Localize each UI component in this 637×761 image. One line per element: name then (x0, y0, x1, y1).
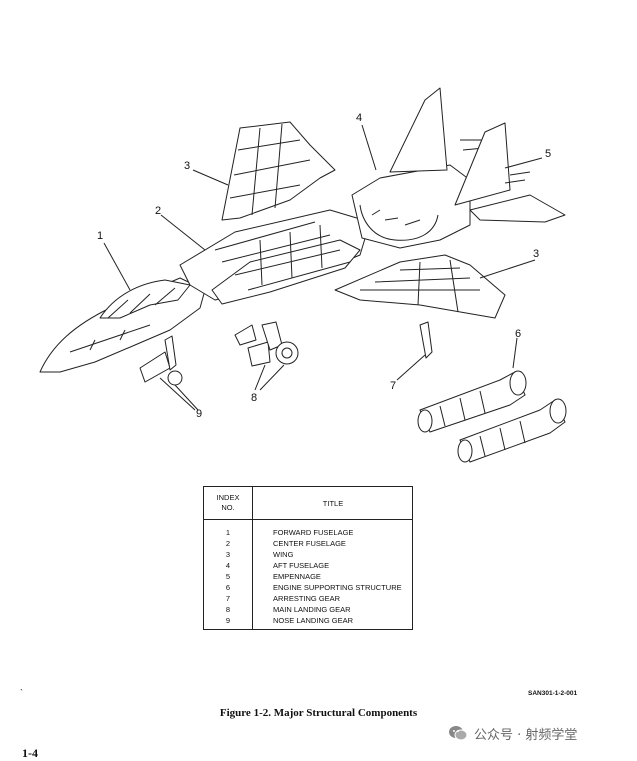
row-title: ENGINE SUPPORTING STRUCTURE (273, 583, 402, 592)
watermark-text: 公众号 · 射频学堂 (474, 727, 578, 743)
wing-upper-part (221, 121, 336, 221)
watermark: 公众号 · 射频学堂 (448, 722, 577, 744)
forward-fuselage-part (39, 277, 206, 373)
callout-5: 5 (545, 148, 552, 160)
row-index: 9 (225, 616, 231, 625)
table-row: 8 MAIN LANDING GEAR (204, 604, 412, 615)
callout-8: 8 (251, 392, 258, 404)
header-index: INDEX NO. (216, 493, 240, 512)
margin-tick: ` (20, 688, 23, 698)
arresting-gear-part (419, 321, 433, 359)
row-index: 5 (225, 572, 231, 581)
header-title: TITLE (322, 499, 344, 508)
callout-3-upper-wing: 3 (184, 160, 191, 172)
table-row: 9 NOSE LANDING GEAR (204, 615, 412, 626)
table-row: 3 WING (204, 549, 412, 560)
table-row: 7 ARRESTING GEAR (204, 593, 412, 604)
row-title: NOSE LANDING GEAR (273, 616, 354, 625)
callout-4: 4 (356, 112, 363, 124)
nose-landing-gear-part (139, 335, 183, 386)
leader-lines (103, 124, 543, 411)
row-index: 8 (225, 605, 231, 614)
row-index: 1 (225, 528, 231, 537)
index-table: INDEX NO. TITLE 1 FORWARD FUSELAGE 2 CENTER… (203, 486, 413, 630)
exploded-aircraft-drawing: 1 2 3 4 5 3 6 7 8 9 (39, 87, 567, 463)
row-title: CENTER FUSELAGE (273, 539, 346, 548)
row-index: 4 (225, 561, 231, 570)
aircraft-illustration (39, 87, 567, 463)
row-title: WING (273, 550, 294, 559)
engine-structure-part (417, 370, 567, 463)
page-number: 1-4 (22, 746, 38, 760)
table-row: 1 FORWARD FUSELAGE (204, 527, 412, 538)
row-index: 6 (225, 583, 231, 592)
callout-6: 6 (515, 328, 522, 340)
callout-3-lower-wing: 3 (533, 248, 540, 260)
row-title: FORWARD FUSELAGE (273, 528, 354, 537)
table-row: 6 ENGINE SUPPORTING STRUCTURE (204, 582, 412, 593)
callout-1: 1 (97, 230, 104, 242)
callout-2: 2 (155, 205, 162, 217)
row-index: 2 (225, 539, 231, 548)
table-row: 5 EMPENNAGE (204, 571, 412, 582)
row-index: 7 (225, 594, 231, 603)
row-title: EMPENNAGE (273, 572, 321, 581)
row-title: AFT FUSELAGE (273, 561, 330, 570)
empennage-part (454, 122, 566, 223)
table-row: 4 AFT FUSELAGE (204, 560, 412, 571)
figure-caption: Figure 1-2. Major Structural Components (219, 707, 418, 719)
row-title: ARRESTING GEAR (273, 594, 341, 603)
figure-id: SAN301-1-2-001 (528, 690, 578, 697)
table-header: INDEX NO. TITLE (204, 487, 412, 520)
center-fuselage-part (179, 209, 371, 305)
aft-fuselage-part (351, 87, 496, 249)
row-index: 3 (225, 550, 231, 559)
table-divider (252, 487, 253, 629)
table-row: 2 CENTER FUSELAGE (204, 538, 412, 549)
wing-lower-part (334, 254, 506, 319)
callout-9: 9 (196, 408, 203, 420)
row-title: MAIN LANDING GEAR (273, 605, 351, 614)
main-landing-gear-part (234, 321, 299, 367)
wechat-icon (449, 726, 468, 741)
callout-7: 7 (390, 380, 397, 392)
